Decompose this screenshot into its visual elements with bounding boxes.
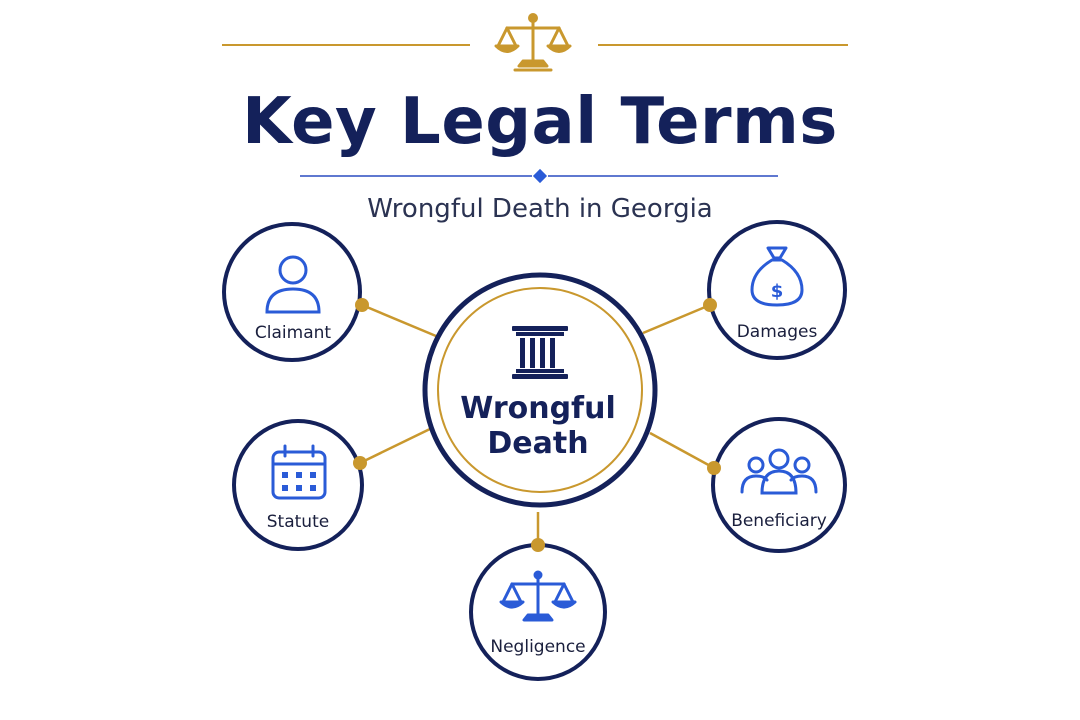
connector-dot-statute [353, 456, 367, 470]
connector-dot-negligence [531, 538, 545, 552]
scales-icon [494, 13, 572, 72]
center-label-line2: Death [487, 426, 588, 461]
node-beneficiary: Beneficiary [711, 417, 847, 553]
title-diamond [532, 168, 548, 184]
page-title: Key Legal Terms [242, 85, 838, 159]
connector-claimant [361, 303, 437, 338]
money-bag-icon [750, 246, 804, 307]
calendar-icon [271, 444, 327, 500]
node-claimant: Claimant [222, 222, 362, 362]
page-subtitle: Wrongful Death in Georgia [367, 194, 712, 224]
connectors [359, 303, 715, 545]
scales-icon [499, 570, 577, 622]
group-icon [740, 448, 818, 495]
connector-dot-beneficiary [707, 461, 721, 475]
node-label-claimant: Claimant [255, 323, 331, 343]
connector-dot-claimant [355, 298, 369, 312]
person-icon [265, 255, 321, 314]
connector-beneficiary [649, 431, 715, 470]
center-label-line1: Wrongful [460, 391, 616, 426]
node-label-negligence: Negligence [490, 637, 585, 657]
node-label-beneficiary: Beneficiary [731, 511, 827, 531]
node-statute: Statute [232, 419, 364, 551]
connector-damages [642, 303, 711, 335]
center-node-wrongful-death: Wrongful Death [422, 272, 658, 508]
connector-dot-damages [703, 298, 717, 312]
dollar-sign: $ [771, 281, 784, 302]
node-label-statute: Statute [267, 512, 329, 532]
node-damages: $ Damages [707, 220, 847, 360]
node-negligence: Negligence [469, 543, 607, 681]
node-label-damages: Damages [737, 322, 818, 342]
connector-statute [359, 426, 433, 465]
column-pillar-icon [512, 326, 568, 379]
